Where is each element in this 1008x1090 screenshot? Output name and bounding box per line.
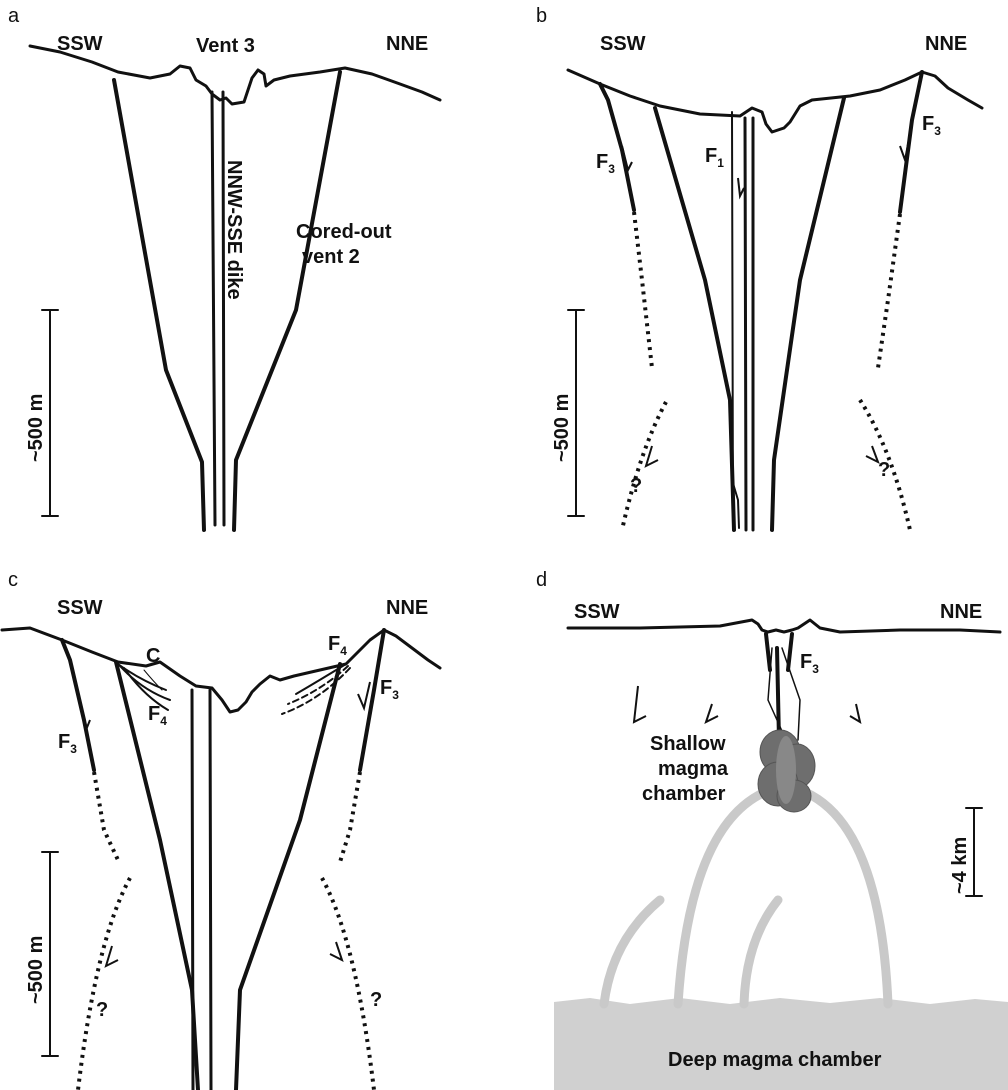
panel-c-slip-arrow-ring-right	[330, 942, 342, 960]
panel-c-question-left: ?	[96, 999, 108, 1021]
panel-a-left-vent-wall	[114, 80, 204, 530]
panel-b-slip-arrow-f1	[738, 178, 744, 196]
panel-c-right-vent-wall	[236, 664, 340, 1090]
panel-a-scale-label: ~500 m	[25, 394, 47, 462]
panel-c-dike-left	[192, 690, 193, 1090]
panel-b-ssw-label: SSW	[600, 33, 646, 55]
panel-c-question-right: ?	[370, 989, 382, 1011]
panel-d-letter: d	[536, 569, 547, 591]
panel-b-slip-arrow-ring-right	[866, 446, 878, 462]
panel-b-f3-left-dotted	[634, 212, 652, 368]
panel-b-f1-fault	[732, 112, 733, 530]
ring-fault-outer-left	[678, 790, 770, 1004]
panel-c-f4-right-label: F4	[328, 633, 347, 658]
panel-d-slip-arrow-2	[706, 704, 718, 722]
panel-b-question-right: ?	[878, 459, 890, 481]
panel-c-c-label: C	[146, 645, 160, 667]
panel-b-question-left: ?	[630, 475, 642, 497]
panel-c-f3-right-dotted	[340, 772, 360, 862]
panel-d-ssw-label: SSW	[574, 601, 620, 623]
panel-c-letter: c	[8, 569, 18, 591]
panel-b-left-vent-wall	[655, 108, 734, 530]
panel-b-f1-label: F1	[705, 145, 724, 170]
panel-c: c SSW NNE C F4 F4 F3	[2, 569, 440, 1090]
panel-b: b SSW NNE F3 F1 F3 ? ? ~500 m	[536, 5, 982, 530]
panel-c-f3-right-fault	[360, 630, 384, 770]
panel-a-dike-right	[223, 92, 224, 525]
panel-b-f3-right-dotted	[878, 214, 900, 368]
panel-a-dike-left	[212, 92, 215, 525]
panel-b-f3-left-fault	[600, 84, 634, 210]
panel-b-dike-left	[745, 118, 746, 530]
ring-fault-inner	[744, 900, 778, 1004]
panel-c-f3-left-dotted	[94, 772, 118, 860]
panel-d-slip-arrow-1	[634, 686, 646, 722]
panel-a-cored-label-2: vent 2	[302, 246, 360, 268]
panel-a-right-vent-wall	[234, 72, 340, 530]
panel-b-f3-left-label: F3	[596, 151, 615, 176]
panel-b-slip-arrow-ring-left	[646, 446, 658, 466]
deep-magma-chamber	[554, 998, 1008, 1090]
panel-d-topography	[568, 620, 1000, 632]
panel-d-deep-label: Deep magma chamber	[668, 1049, 882, 1071]
panel-b-ring-fault-left	[622, 402, 666, 530]
panel-b-scale-label: ~500 m	[551, 394, 573, 462]
panel-d-shallow-label-1: Shallow	[650, 733, 726, 755]
ring-fault-far-left	[604, 900, 660, 1004]
panel-a-dike-label: NNW-SSE dike	[223, 160, 245, 300]
panel-c-f3-left-label: F3	[58, 731, 77, 756]
panel-b-f3-right-label: F3	[922, 113, 941, 138]
panel-c-scale-label: ~500 m	[25, 936, 47, 1004]
panel-d-shallow-label-2: magma	[658, 758, 729, 780]
panel-b-f3-right-fault	[900, 72, 922, 212]
panel-a-nne-label: NNE	[386, 33, 428, 55]
feeder-conduit-2	[782, 648, 800, 740]
panel-d-f3-fault-left	[766, 634, 770, 670]
panel-c-slip-arrow-ring-left	[106, 946, 118, 966]
panel-d-slip-arrow-3	[850, 704, 860, 722]
panel-b-letter: b	[536, 5, 547, 27]
panel-c-ring-fault-right	[322, 878, 374, 1090]
panel-c-left-vent-wall	[116, 662, 198, 1090]
panel-d-f3-fault-right	[788, 634, 792, 670]
panel-d: d SSW NNE F3 Shallow magma ch	[536, 569, 1008, 1090]
panel-a-letter: a	[8, 5, 20, 27]
panel-c-nne-label: NNE	[386, 597, 428, 619]
panel-d-f3-label: F3	[800, 651, 819, 676]
panel-d-nne-label: NNE	[940, 601, 982, 623]
panel-c-ssw-label: SSW	[57, 597, 103, 619]
panel-b-nne-label: NNE	[925, 33, 967, 55]
panel-c-dike-right	[210, 690, 211, 1090]
panel-c-f3-right-label: F3	[380, 677, 399, 702]
panel-a: a SSW NNE Vent 3 NNW-SSE dike Cored-out …	[8, 5, 440, 530]
ring-fault-outer-right	[800, 790, 888, 1004]
panel-a-cored-label-1: Cored-out	[296, 221, 392, 243]
panel-a-vent-label: Vent 3	[196, 35, 255, 57]
shallow-magma-chamber	[758, 730, 815, 812]
panel-d-scale-label: ~4 km	[949, 837, 971, 894]
panel-c-ring-fault-left	[78, 878, 130, 1090]
panel-d-shallow-label-3: chamber	[642, 783, 726, 805]
panel-b-right-vent-wall	[772, 98, 844, 530]
feeder-conduit-main	[777, 648, 779, 740]
panel-c-slip-arrow-f3-right	[358, 682, 370, 708]
